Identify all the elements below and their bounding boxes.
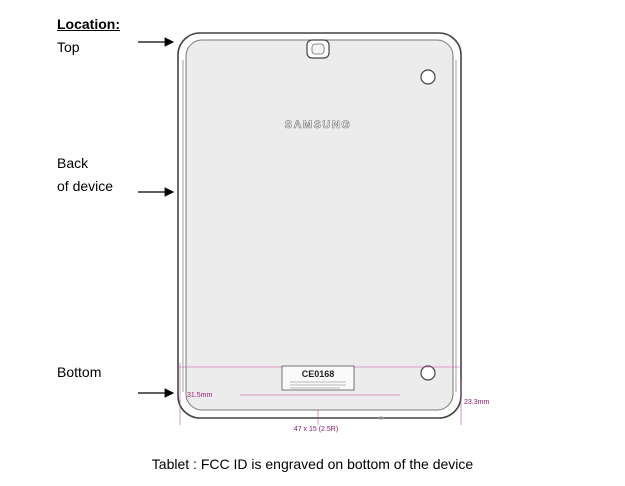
label-back: Back	[57, 155, 89, 171]
brand-logo: SAMSUNG	[285, 119, 352, 131]
dim-label-size: 47 x 15 (2.5R)	[294, 426, 338, 433]
tablet-back-panel	[185, 39, 454, 411]
label-top: Top	[57, 39, 80, 55]
flash-icon	[420, 69, 436, 85]
port-icon	[378, 416, 384, 420]
caption: Tablet : FCC ID is engraved on bottom of…	[151, 456, 474, 472]
speaker-icon	[420, 365, 436, 381]
regulatory-marks: CE0168	[302, 369, 335, 379]
label-of-device: of device	[57, 178, 114, 194]
location-heading: Location:	[57, 16, 120, 32]
label-bottom: Bottom	[57, 364, 102, 380]
dim-right-label: 23.3mm	[464, 399, 489, 406]
regulatory-label	[281, 365, 355, 391]
dim-left-label: 31.5mm	[187, 392, 212, 399]
